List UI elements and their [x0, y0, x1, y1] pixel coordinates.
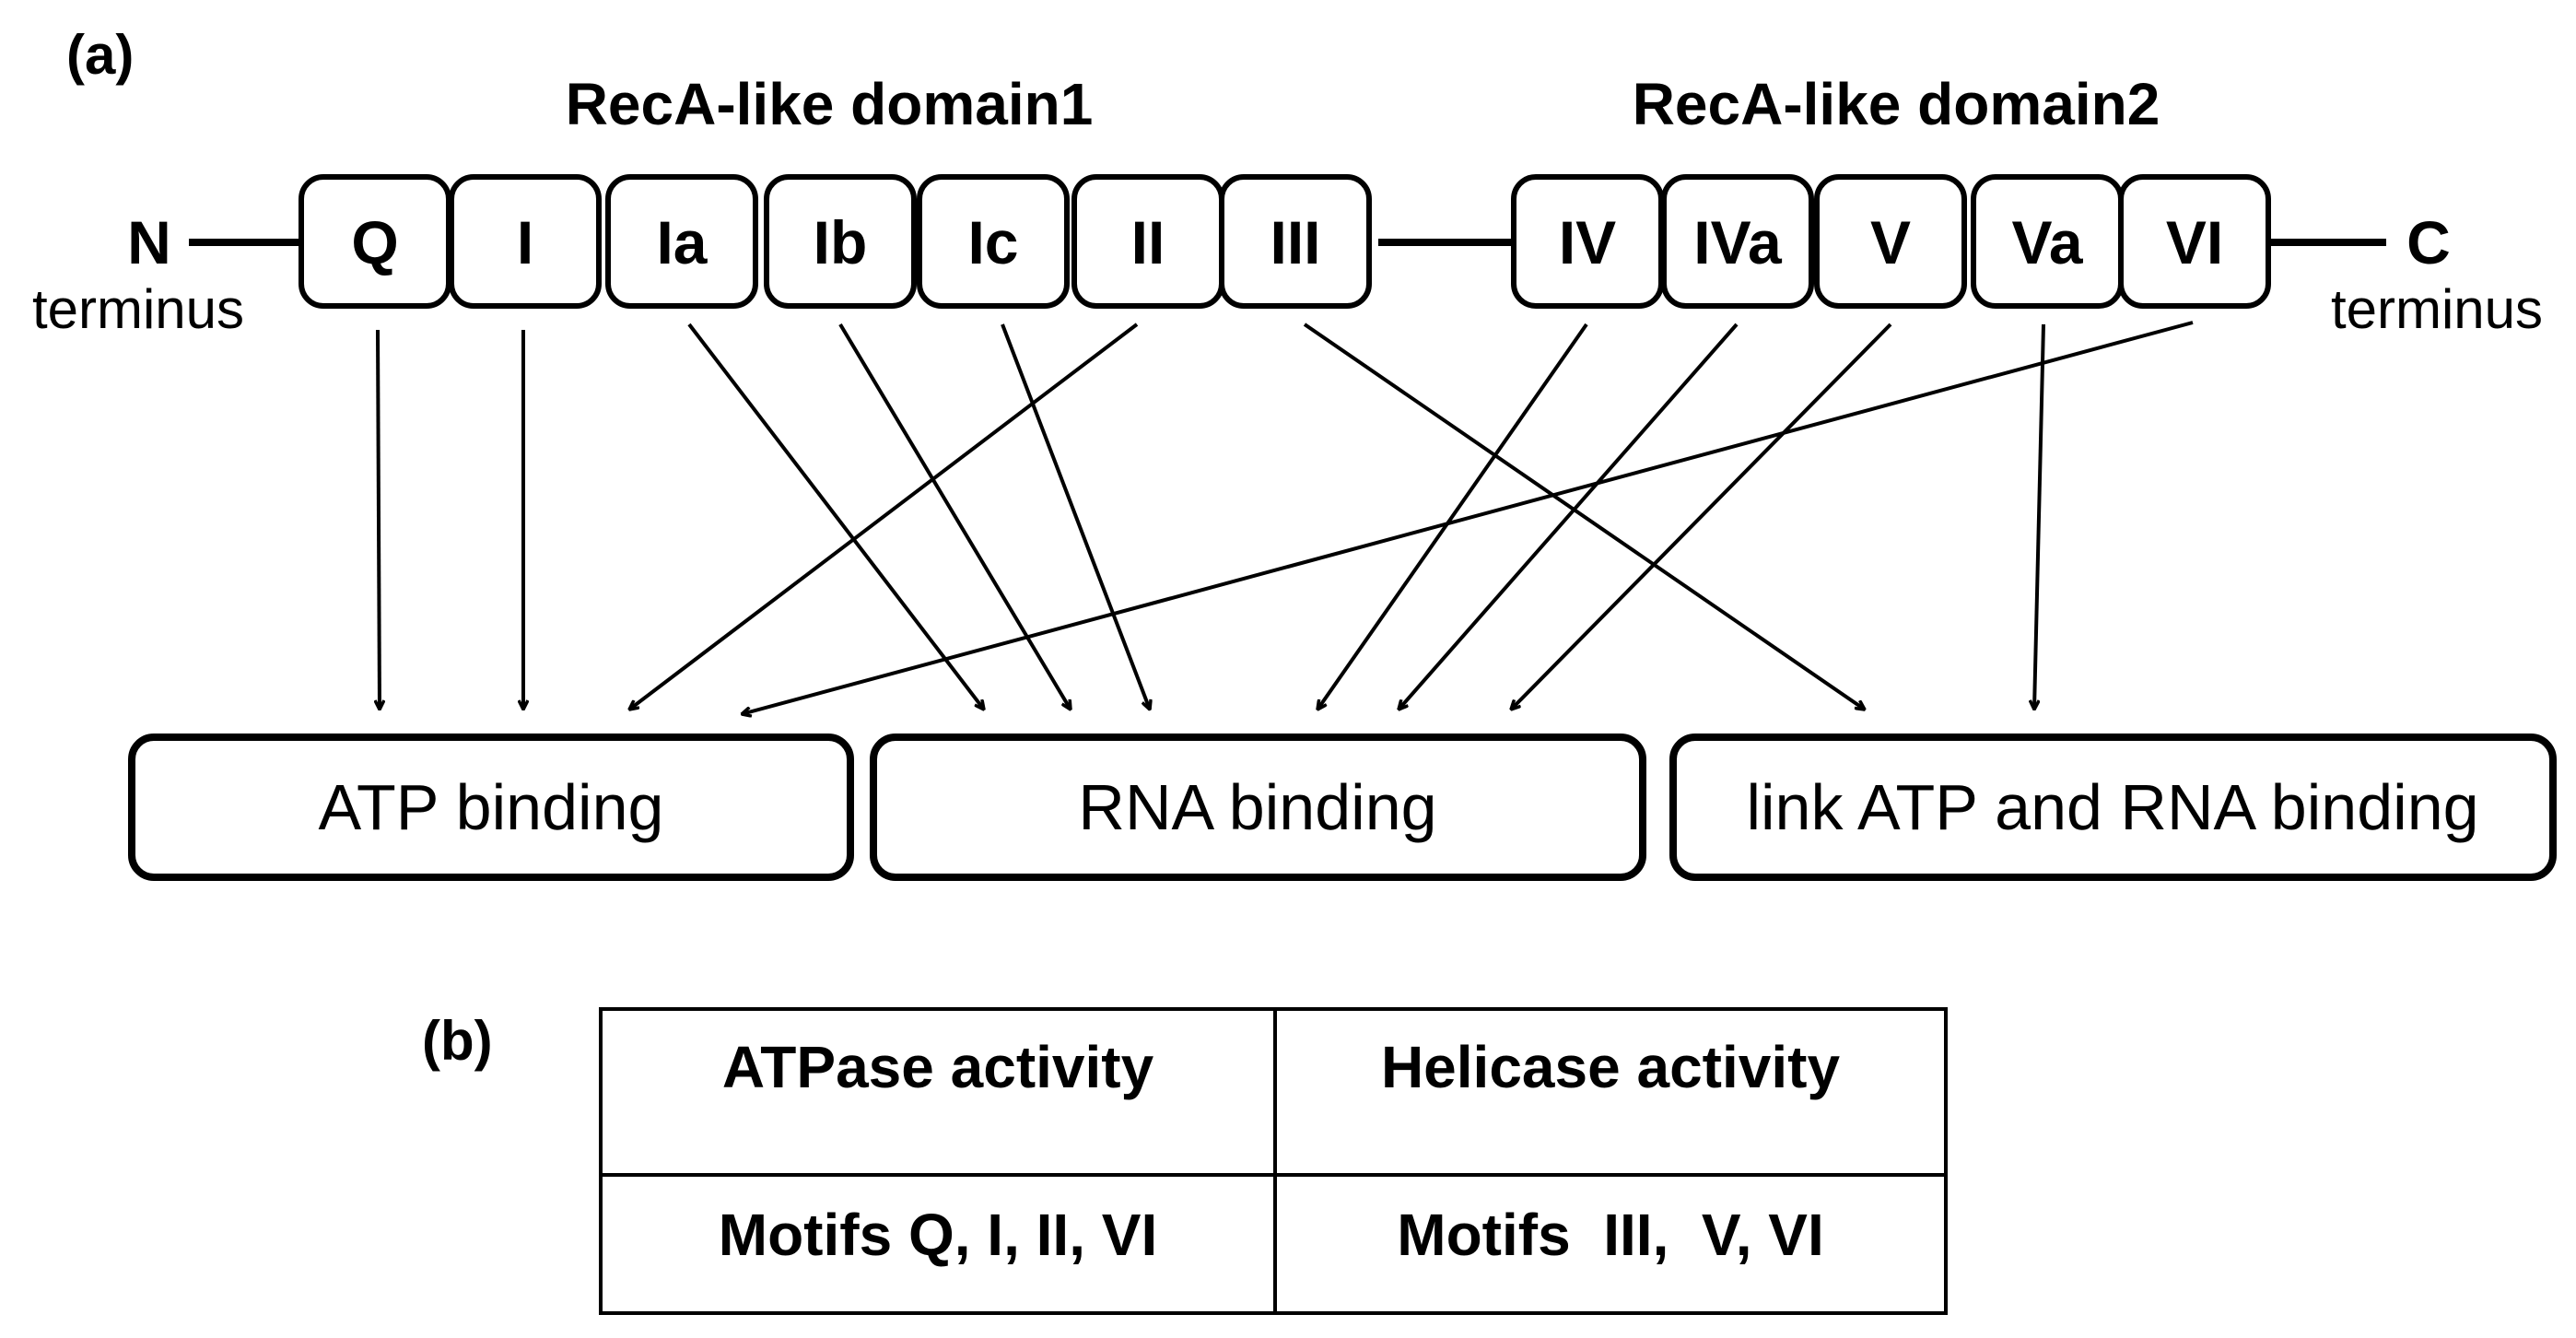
motif-ic: Ic — [917, 174, 1070, 309]
motif-label: IV — [1559, 208, 1616, 276]
arrow-ic-to-rna-binding — [1001, 323, 1150, 710]
motif-label: Ib — [814, 208, 868, 276]
function-label: ATP binding — [319, 771, 664, 843]
motif-label: Ia — [656, 208, 708, 276]
motif-label: Ic — [967, 208, 1018, 276]
n-terminus-word: terminus — [32, 278, 244, 340]
motif-label: III — [1270, 208, 1320, 276]
motif-box — [1814, 174, 1967, 309]
arrow-vi-to-atp-binding — [742, 321, 2194, 714]
motif-label: IVa — [1693, 208, 1783, 276]
function-box — [128, 734, 854, 881]
arrow-iva-to-rna-binding — [1399, 323, 1739, 710]
motif-label: II — [1131, 208, 1165, 276]
motif-ia: Ia — [605, 174, 758, 309]
domain2-title: RecA-like domain2 — [1633, 71, 2160, 137]
function-atp-binding: ATP binding — [128, 734, 854, 881]
motif-ii: II — [1071, 174, 1224, 309]
activity-table: ATPase activity Helicase activity Motifs… — [599, 1007, 1948, 1315]
function-box — [870, 734, 1646, 881]
function-label: RNA binding — [1078, 771, 1436, 843]
motif-iv: IV — [1511, 174, 1664, 309]
function-box — [1669, 734, 2557, 881]
motif-ib: Ib — [764, 174, 917, 309]
arrow-iv-to-rna-binding — [1317, 323, 1588, 710]
motif-box — [605, 174, 758, 309]
table-cell-helicase-motifs: Motifs III, V, VI — [1397, 1202, 1824, 1268]
motif-vi: VI — [2118, 174, 2271, 309]
motif-box — [2118, 174, 2271, 309]
motif-q: Q — [299, 174, 451, 309]
function-row: ATP binding RNA binding link ATP and RNA b… — [128, 734, 2557, 881]
arrow-va-to-link-atp-and-rna-binding — [2034, 323, 2045, 710]
function-link-atp-and-rna-binding: link ATP and RNA binding — [1669, 734, 2557, 881]
motif-label: VI — [2166, 208, 2223, 276]
motif-label: Q — [351, 208, 398, 276]
arrow-iii-to-link-atp-and-rna-binding — [1303, 323, 1865, 710]
motif-function-arrows — [378, 321, 2194, 714]
motif-box — [1661, 174, 1814, 309]
panel-a-label: (a) — [66, 24, 134, 86]
motif-box — [764, 174, 917, 309]
motif-va: Va — [1971, 174, 2124, 309]
arrow-v-to-rna-binding — [1511, 323, 1892, 710]
function-rna-binding: RNA binding — [870, 734, 1646, 881]
function-label: link ATP and RNA binding — [1746, 771, 2478, 843]
motif-box — [449, 174, 602, 309]
table-header-helicase: Helicase activity — [1381, 1034, 1841, 1100]
table-header-atpase: ATPase activity — [722, 1034, 1154, 1100]
arrow-ii-to-atp-binding — [629, 323, 1139, 710]
motif-box — [917, 174, 1070, 309]
motif-label: V — [1870, 208, 1911, 276]
motif-i: I — [449, 174, 602, 309]
n-terminus-letter: N — [127, 208, 171, 276]
motif-iii: III — [1219, 174, 1372, 309]
motif-box — [1219, 174, 1372, 309]
table-cell-atpase-motifs: Motifs Q, I, II, VI — [719, 1202, 1157, 1268]
c-terminus-word: terminus — [2331, 278, 2543, 340]
arrow-q-to-atp-binding — [378, 329, 380, 710]
motif-label: Va — [2011, 208, 2083, 276]
panel-b-label: (b) — [422, 1010, 493, 1072]
domain1-title: RecA-like domain1 — [566, 71, 1094, 137]
arrow-ib-to-rna-binding — [838, 323, 1071, 710]
c-terminus-letter: C — [2406, 208, 2451, 276]
motif-label: I — [517, 208, 533, 276]
motif-v: V — [1814, 174, 1967, 309]
motif-iva: IVa — [1661, 174, 1814, 309]
arrow-ia-to-rna-binding — [687, 323, 984, 710]
